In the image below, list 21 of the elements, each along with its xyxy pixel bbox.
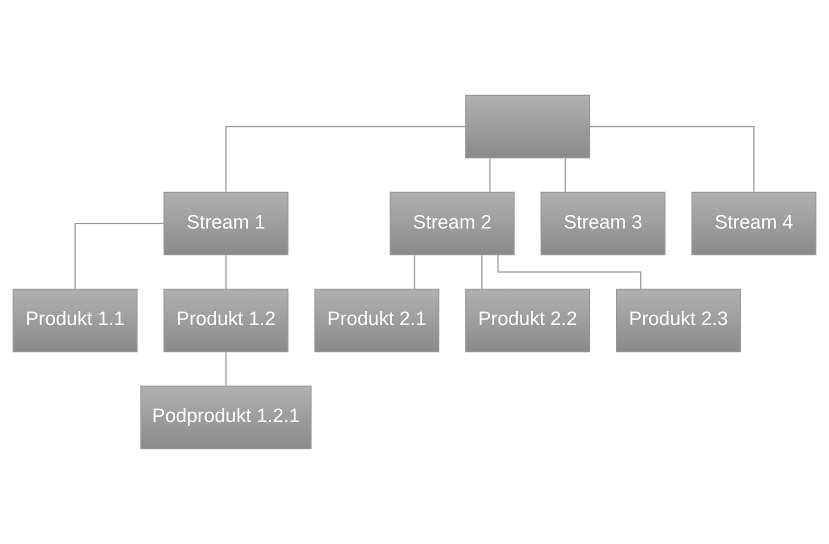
connector	[225, 126, 466, 192]
connector	[225, 255, 227, 289]
node-box: Stream 3	[540, 192, 666, 256]
node-box: Produkt 1.1	[12, 288, 138, 352]
node-box: Produkt 2.3	[616, 288, 741, 352]
node-box: Produkt 2.1	[314, 288, 440, 352]
node-box	[465, 94, 590, 158]
node-box: Stream 2	[390, 192, 515, 256]
connector	[590, 126, 755, 192]
connector	[74, 222, 164, 289]
connector	[564, 158, 566, 192]
connector	[489, 158, 491, 192]
node-box: Podprodukt 1.2.1	[140, 386, 312, 450]
node-box: Produkt 1.2	[163, 288, 288, 352]
connector	[481, 255, 482, 289]
connector	[414, 255, 416, 289]
connector	[225, 352, 227, 386]
node-box: Stream 4	[691, 192, 816, 256]
connector	[497, 254, 642, 290]
node-box: Stream 1	[163, 192, 288, 256]
node-box: Produkt 2.2	[465, 288, 590, 352]
